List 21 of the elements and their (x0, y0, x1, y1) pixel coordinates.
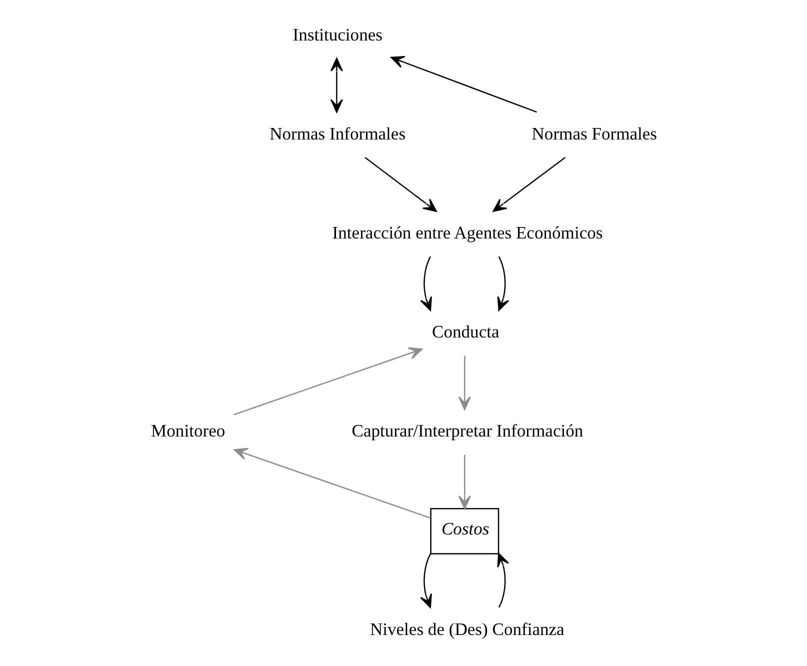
arrow (330, 58, 343, 113)
arrow (497, 552, 510, 608)
node-text: Instituciones (292, 24, 382, 44)
arrow (492, 157, 566, 212)
node-text: Niveles de (Des) Confianza (370, 618, 564, 639)
node-text: Monitoreo (151, 420, 226, 441)
arrow (420, 256, 432, 311)
node-text: Normas Informales (270, 123, 406, 144)
node-text: Capturar/Interpretar Información (352, 420, 584, 441)
arrow (458, 356, 471, 410)
node-text: Normas Formales (532, 123, 658, 144)
node-text: Conducta (432, 322, 500, 342)
arrow (390, 56, 537, 113)
node-text: Interacción entre Agentes Económicos (332, 222, 603, 243)
arrow (497, 256, 510, 311)
node-box: Costos (430, 508, 500, 554)
arrow (234, 347, 423, 416)
arrow (420, 553, 432, 608)
arrow (234, 448, 431, 519)
arrow (364, 157, 437, 212)
arrow (458, 454, 471, 510)
